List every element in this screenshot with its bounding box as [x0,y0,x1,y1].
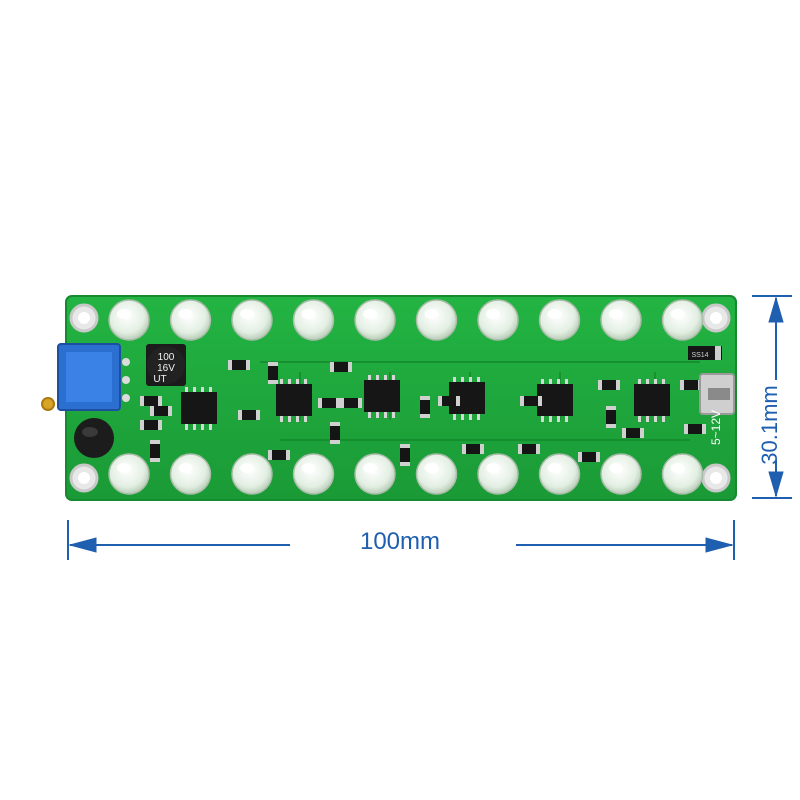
led-icon [231,299,273,341]
led-icon [538,453,581,495]
height-dimension [752,295,792,499]
led-icon [661,299,704,341]
microphone-icon [74,418,114,458]
led-icon [600,453,642,495]
led-icon [477,453,519,495]
chip-icon [276,379,312,422]
capacitor-text-2: 16V [157,363,175,374]
mounting-hole-icon [69,463,99,493]
led-icon [477,299,519,341]
smd-resistor [684,424,706,434]
led-icon [231,453,273,495]
chip-icon [364,375,400,418]
chip-icon [181,387,217,430]
smd-resistors [140,360,706,466]
led-icon [108,453,150,495]
diode: SS14 [688,346,722,360]
smd-resistor [238,410,260,420]
smd-resistor [330,422,340,444]
width-dimension-label: 100mm [359,528,441,555]
smd-resistor [140,396,162,406]
smd-resistor [150,440,160,462]
chip-icon [634,379,670,422]
led-icon [415,299,458,341]
usb-port-icon [699,373,735,415]
smd-resistor [140,420,162,430]
smd-resistor [330,362,352,372]
smd-resistor [150,406,172,416]
diode-code: SS14 [691,352,708,359]
smd-resistor [438,396,460,406]
led-icon [292,299,335,341]
smd-resistor [606,406,616,428]
led-row-top [108,299,704,341]
led-icon [354,299,396,341]
smd-resistor [400,444,410,466]
capacitor-text-1: 100 [158,352,175,363]
mounting-hole-icon [701,303,731,333]
potentiometer-icon [41,343,130,411]
mounting-hole-icon [69,303,99,333]
smd-resistor [598,380,620,390]
smd-resistor [578,452,600,462]
led-icon [600,299,642,341]
led-icon [169,299,212,341]
led-icon [292,453,335,495]
smd-resistor [680,380,702,390]
led-icon [354,453,396,495]
width-dimension [67,520,735,560]
led-icon [661,453,704,495]
led-row-bottom [108,453,704,495]
mounting-holes [69,303,731,493]
led-icon [538,299,581,341]
led-icon [169,453,212,495]
smd-resistor [462,444,484,454]
smd-resistor [622,428,644,438]
height-dimension-label: 30.1mm [757,385,782,465]
led-icon [415,453,458,495]
led-icon [108,299,150,341]
smd-resistor [318,398,340,408]
smd-resistor [520,396,542,406]
smd-resistor [268,362,278,384]
chip-icon [537,379,573,422]
capacitor-text-3: UT [153,374,166,385]
power-label: 5~12V [709,410,723,445]
mounting-hole-icon [701,463,731,493]
capacitor: 100 16V UT [146,344,186,386]
smd-resistor [340,398,362,408]
smd-resistor [228,360,250,370]
smd-resistor [268,450,290,460]
smd-resistor [420,396,430,418]
smd-resistor [518,444,540,454]
